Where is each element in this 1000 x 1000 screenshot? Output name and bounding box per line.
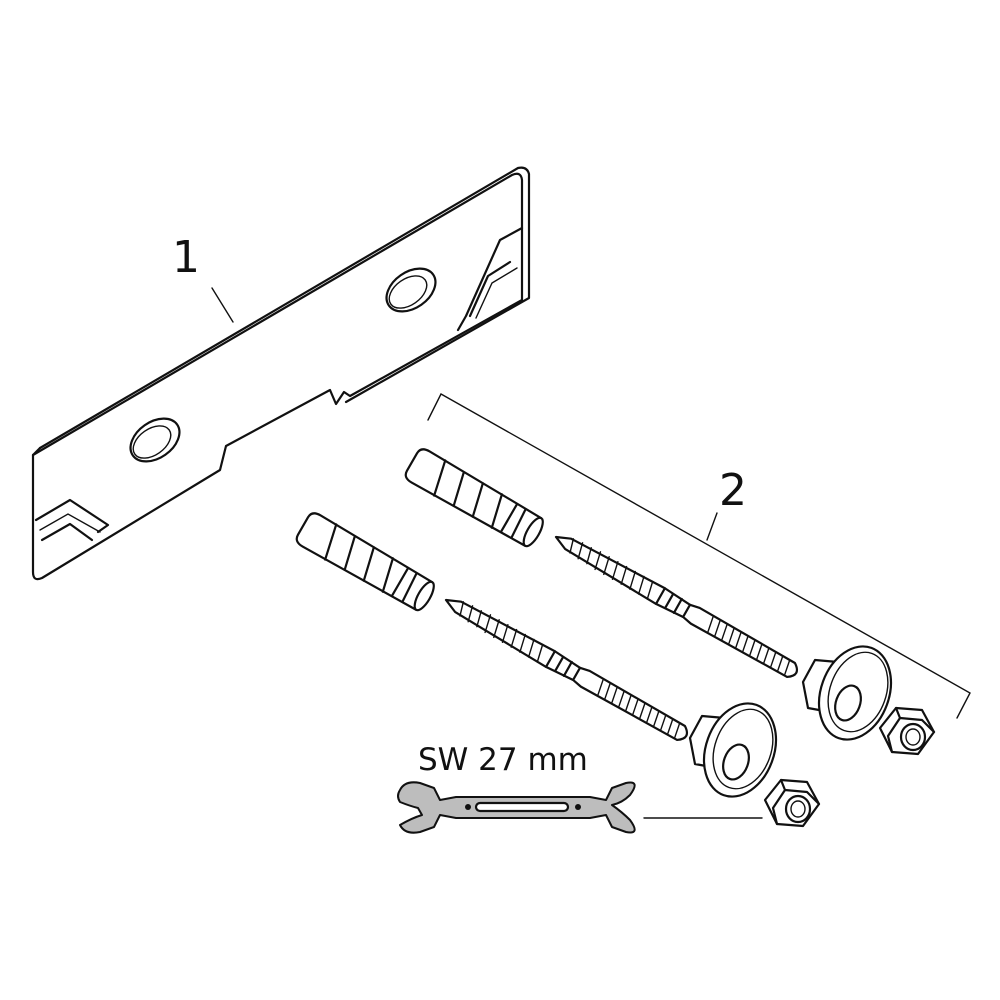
hanger-bolt-icon (554, 535, 798, 679)
flange-washer-icon (801, 645, 893, 741)
callout-2-leader (706, 512, 718, 541)
group-2-bracket (427, 393, 971, 719)
callout-1-label: 1 (172, 232, 200, 283)
hanger-bolt-icon (444, 598, 688, 742)
callout-1-leader (211, 287, 234, 323)
wrench-size-label: SW 27 mm (418, 742, 588, 778)
open-end-wrench-icon (397, 781, 636, 834)
hex-nut-icon (878, 706, 936, 756)
wall-plug-icon (295, 512, 435, 612)
wall-plug-icon (404, 448, 544, 548)
flange-washer-icon (688, 702, 778, 798)
hex-nut-icon (763, 778, 821, 828)
mounting-plate-icon (31, 166, 531, 581)
callout-2-label: 2 (719, 465, 747, 516)
